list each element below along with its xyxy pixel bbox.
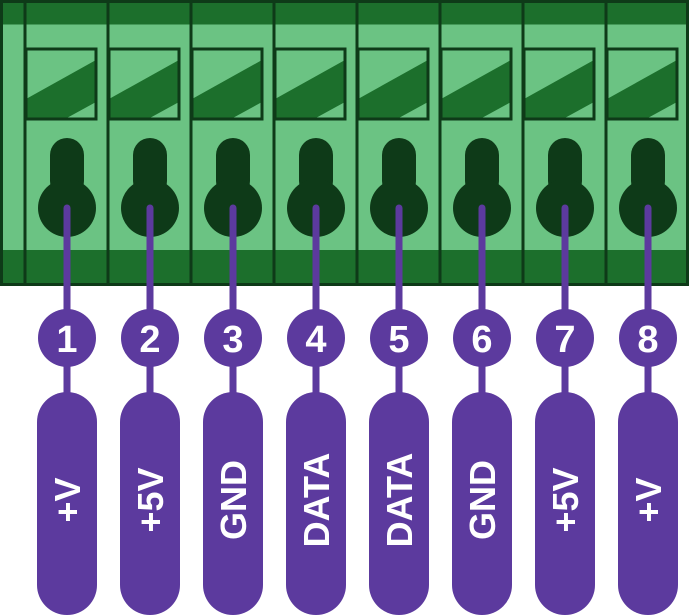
pin-number-badge bbox=[619, 309, 677, 367]
pin-label: +V bbox=[628, 477, 669, 522]
pin-label-pill bbox=[618, 392, 678, 615]
pin-label-pill bbox=[369, 392, 429, 615]
pin-label-pill bbox=[452, 392, 512, 615]
pin-label: GND bbox=[213, 460, 254, 540]
screw-slot bbox=[605, 47, 679, 121]
pin-number: 5 bbox=[388, 319, 409, 361]
pin-number: 3 bbox=[222, 319, 243, 361]
pin-number: 1 bbox=[56, 319, 77, 361]
pin-label-pill bbox=[535, 392, 595, 615]
pin-number-badge bbox=[121, 309, 179, 367]
pin-number-badge bbox=[38, 309, 96, 367]
screw-slot bbox=[273, 47, 347, 121]
pin-7: 7 +5V bbox=[521, 3, 596, 615]
pin-number: 4 bbox=[305, 319, 326, 361]
pin-number: 6 bbox=[471, 319, 492, 361]
pin-number-badge bbox=[370, 309, 428, 367]
pin-label: DATA bbox=[296, 453, 337, 548]
pin-number: 8 bbox=[637, 319, 658, 361]
pin-label: DATA bbox=[379, 453, 420, 548]
screw-slot bbox=[356, 47, 430, 121]
pin-number-badge bbox=[204, 309, 262, 367]
pin-label: +V bbox=[47, 477, 88, 522]
pin-label-pill bbox=[203, 392, 263, 615]
pin-label: +5V bbox=[545, 467, 586, 532]
pin-label-pill bbox=[286, 392, 346, 615]
pin-label-pill bbox=[120, 392, 180, 615]
pin-number-badge bbox=[453, 309, 511, 367]
terminal-block bbox=[0, 0, 689, 286]
pin-number: 2 bbox=[139, 319, 160, 361]
pin-number-badge bbox=[536, 309, 594, 367]
pin-8: 8 +V bbox=[604, 3, 679, 615]
screw-slot bbox=[190, 47, 264, 121]
pin-number-badge bbox=[287, 309, 345, 367]
pin-label-pill bbox=[37, 392, 97, 615]
screw-slot bbox=[439, 47, 513, 121]
pin-label: GND bbox=[462, 460, 503, 540]
pin-number: 7 bbox=[554, 319, 575, 361]
pin-2: 2 +5V bbox=[106, 3, 181, 615]
pin-1: 1 +V bbox=[23, 3, 98, 615]
screw-slot bbox=[107, 47, 181, 121]
pin-label: +5V bbox=[130, 467, 171, 532]
screw-slot bbox=[522, 47, 596, 121]
screw-slot bbox=[24, 47, 98, 121]
